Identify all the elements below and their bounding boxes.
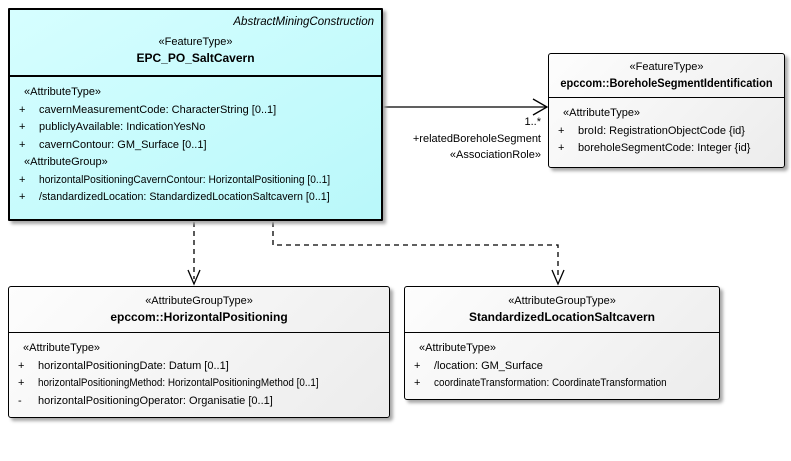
dependency-arrowhead-horizontal-positioning (187, 269, 201, 286)
attribute-row: - horizontalPositioningOperator: Organis… (9, 393, 387, 411)
attribute-type-label: «AttributeType» (24, 86, 102, 98)
attribute-row: + broId: RegistrationObjectCode {id} (549, 123, 782, 141)
attribute-text: cavernContour: GM_Surface [0..1] (39, 138, 207, 151)
attribute-row: + coordinateTransformation: CoordinateTr… (405, 375, 717, 393)
attribute-text: horizontalPositioningMethod: HorizontalP… (38, 377, 319, 389)
attribute-text: horizontalPositioningCavernContour: Hori… (39, 173, 331, 186)
association-stereotype: «AssociationRole» (449, 149, 541, 161)
association-multiplicity: 1..* (524, 116, 541, 128)
class-header: AbstractMiningConstruction «FeatureType»… (10, 10, 381, 77)
attribute-row: + cavernMeasurementCode: CharacterString… (10, 102, 379, 120)
attribute-row: + boreholeSegmentCode: Integer {id} (549, 140, 782, 158)
visibility-marker: + (558, 142, 565, 154)
attribute-type-label: «AttributeType» (419, 342, 497, 354)
class-borehole-segment-identification[interactable]: «FeatureType» epccom::BoreholeSegmentIde… (548, 53, 785, 168)
attribute-text: boreholeSegmentCode: Integer {id} (578, 142, 751, 154)
attributes-compartment: «AttributeType» + horizontalPositioningD… (9, 333, 389, 412)
association-open-arrowhead (532, 98, 549, 116)
attributes-compartment: «AttributeType» + /location: GM_Surface … (405, 333, 719, 395)
attribute-text: horizontalPositioningOperator: Organisat… (38, 394, 273, 407)
class-name-text: epccom::BoreholeSegmentIdentification (560, 75, 773, 90)
visibility-marker: + (18, 359, 25, 372)
attribute-row: + horizontalPositioningCavernContour: Ho… (10, 172, 379, 190)
class-name: epccom::HorizontalPositioning (110, 309, 288, 324)
visibility-marker: + (19, 138, 26, 151)
class-tagline: AbstractMiningConstruction (233, 16, 374, 28)
class-name: epccom::BoreholeSegmentIdentification (549, 75, 784, 92)
visibility-marker: + (558, 124, 565, 137)
attribute-row: + /standardizedLocation: StandardizedLoc… (10, 189, 379, 207)
visibility-marker: + (18, 377, 25, 389)
visibility-marker: + (19, 191, 26, 203)
attribute-type-label: «AttributeType» (563, 107, 641, 119)
attribute-row: + horizontalPositioningDate: Datum [0..1… (9, 358, 387, 376)
class-stereotype: «FeatureType» (629, 60, 704, 73)
attribute-row: + /location: GM_Surface (405, 358, 717, 376)
association-role-name: +relatedBoreholeSegment (412, 132, 541, 145)
visibility-marker: - (18, 394, 22, 407)
visibility-marker: + (19, 103, 26, 116)
class-epc-po-saltcavern[interactable]: AbstractMiningConstruction «FeatureType»… (8, 8, 383, 221)
attributes-compartment: «AttributeType» + cavernMeasurementCode:… (10, 77, 381, 209)
attribute-text: cavernMeasurementCode: CharacterString [… (39, 103, 277, 116)
class-stereotype: «AttributeGroupType» (508, 294, 616, 307)
attribute-row: + cavernContour: GM_Surface [0..1] (10, 137, 379, 155)
visibility-marker: + (414, 359, 421, 372)
class-standardized-location-saltcavern[interactable]: «AttributeGroupType» StandardizedLocatio… (404, 286, 720, 400)
class-horizontal-positioning[interactable]: «AttributeGroupType» epccom::HorizontalP… (8, 286, 390, 418)
attribute-group-label: «AttributeGroup» (24, 156, 108, 168)
attribute-row: + horizontalPositioningMethod: Horizonta… (9, 375, 387, 393)
visibility-marker: + (19, 173, 26, 186)
attribute-text: /location: GM_Surface (434, 359, 543, 372)
class-header: «AttributeGroupType» StandardizedLocatio… (405, 287, 719, 333)
dependency-arrowhead-standardized-location (551, 269, 565, 286)
attribute-row: + publiclyAvailable: IndicationYesNo (10, 119, 379, 137)
dependency-line-standardized-location (272, 222, 559, 279)
class-stereotype: «AttributeGroupType» (145, 294, 253, 307)
class-stereotype: «FeatureType» (158, 36, 233, 48)
attribute-text: coordinateTransformation: CoordinateTran… (434, 377, 667, 389)
attribute-text: horizontalPositioningDate: Datum [0..1] (38, 359, 229, 372)
attribute-text: /standardizedLocation: StandardizedLocat… (39, 191, 330, 203)
attribute-text: publiclyAvailable: IndicationYesNo (39, 121, 206, 133)
class-header: «FeatureType» epccom::BoreholeSegmentIde… (549, 54, 784, 98)
attributes-compartment: «AttributeType» + broId: RegistrationObj… (549, 98, 784, 160)
attribute-text: broId: RegistrationObjectCode {id} (578, 124, 745, 137)
class-name: EPC_PO_SaltCavern (136, 51, 255, 65)
class-header: «AttributeGroupType» epccom::HorizontalP… (9, 287, 389, 333)
class-name: StandardizedLocationSaltcavern (468, 309, 656, 324)
attribute-type-label: «AttributeType» (23, 342, 101, 354)
association-labels: 1..* +relatedBoreholeSegment «Associatio… (413, 114, 541, 164)
visibility-marker: + (414, 377, 421, 389)
visibility-marker: + (19, 121, 26, 133)
